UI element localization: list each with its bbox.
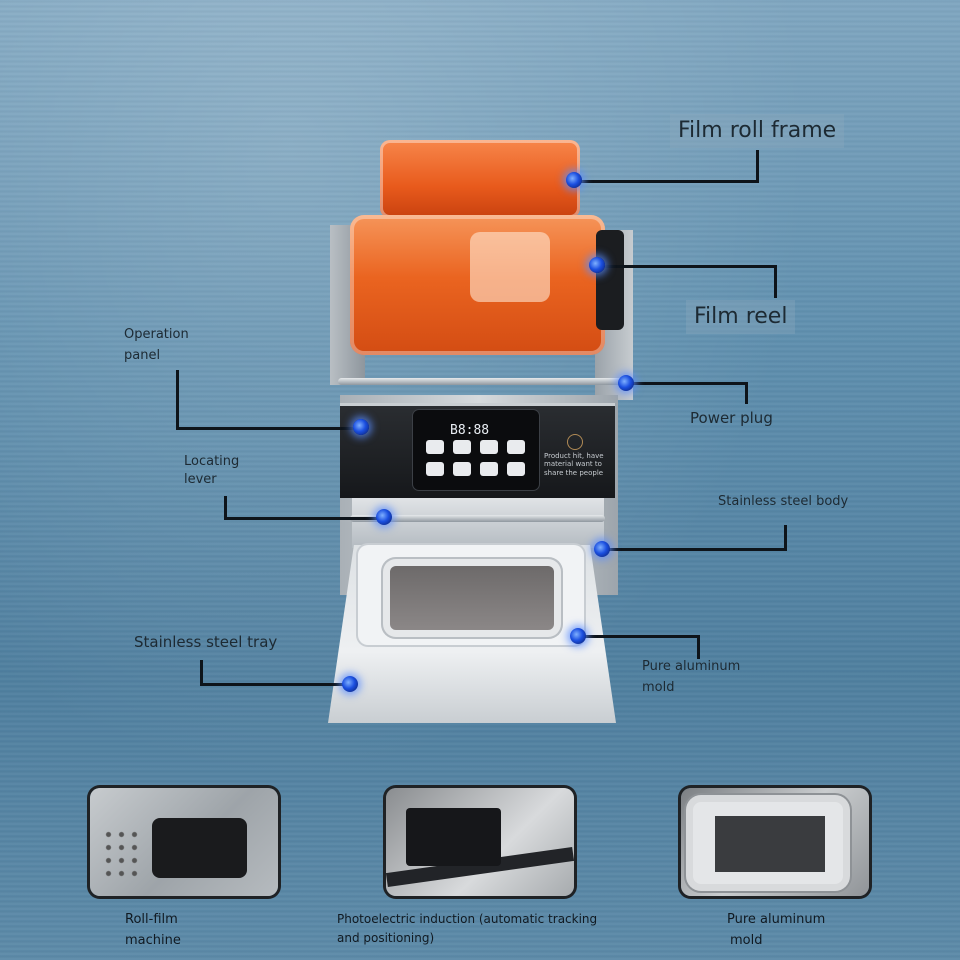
marker-aluminum-mold [570, 628, 586, 644]
label-operation-panel-line2: panel [124, 347, 161, 363]
marker-power-plug [618, 375, 634, 391]
marker-operation-panel [353, 419, 369, 435]
mold-cavity-detail [715, 816, 825, 872]
leader-line-locating-lever [224, 517, 386, 520]
motor-unit [152, 818, 247, 878]
label-locating-lever: Locating lever [184, 453, 239, 488]
panel-key [480, 462, 498, 476]
label-stainless-steel-tray: Stainless steel tray [134, 633, 278, 651]
brand-logo-icon [567, 434, 583, 450]
panel-key [453, 440, 471, 454]
leader-line-film-roll-frame [575, 180, 758, 183]
caption-photoelectric-induction-line1: Photoelectric induction (automatic track… [337, 912, 598, 926]
panel-key [453, 462, 471, 476]
leader-line-operation-panel-vertical [176, 370, 179, 430]
caption-roll-film-machine: Roll-film machine [125, 910, 181, 952]
sealing-opening [352, 498, 604, 548]
marker-film-roll-frame [566, 172, 582, 188]
label-film-roll-frame: Film roll frame [670, 114, 845, 148]
leader-line-steel-tray [200, 683, 350, 686]
marker-locating-lever [376, 509, 392, 525]
rear-film-roll [380, 140, 580, 218]
locating-lever-rod [350, 515, 605, 522]
reel-knob [596, 230, 624, 330]
leader-line-operation-panel [176, 427, 361, 430]
leader-line-steel-body [602, 548, 786, 551]
leader-line-film-reel [598, 265, 776, 268]
leader-line-steel-tray-vertical [200, 660, 203, 686]
panel-key [507, 462, 525, 476]
thumbnail-photoelectric-sensor [386, 788, 574, 896]
thumbnail-roll-film-machine [90, 788, 278, 896]
marker-steel-tray [342, 676, 358, 692]
panel-key [480, 440, 498, 454]
label-operation-panel: Operation panel [124, 326, 189, 364]
caption-roll-film-machine-line2: machine [125, 932, 181, 948]
leader-line-aluminum-mold-vertical [697, 635, 700, 659]
caption-photoelectric-induction-line2: and positioning) [337, 930, 435, 945]
panel-key [426, 440, 444, 454]
label-power-plug: Power plug [690, 409, 773, 427]
mold-cavity [390, 566, 554, 630]
label-pure-aluminum-mold: Pure aluminum mold [642, 658, 740, 696]
leader-line-power-plug-vertical [745, 382, 748, 404]
film-print-window [470, 232, 550, 302]
label-pure-aluminum-mold-line1: Pure aluminum [642, 659, 741, 674]
leader-line-power-plug [627, 382, 747, 385]
caption-roll-film-machine-line1: Roll-film [125, 912, 178, 927]
leader-line-steel-body-vertical [784, 525, 787, 551]
caption-pure-aluminum-mold-line1: Pure aluminum [727, 912, 826, 927]
thumbnail-aluminum-mold [681, 788, 869, 896]
label-film-reel: Film reel [686, 300, 796, 334]
panel-slogan: Product hit, have material want to share… [544, 452, 604, 477]
caption-pure-aluminum-mold-line2: mold [730, 932, 763, 948]
leader-line-aluminum-mold [578, 635, 700, 638]
leader-line-locating-lever-vertical [224, 496, 227, 520]
panel-keypad [426, 440, 525, 476]
mounting-holes [102, 828, 142, 878]
label-pure-aluminum-mold-line2: mold [642, 679, 675, 695]
leader-line-film-reel-vertical [774, 265, 777, 298]
caption-photoelectric-induction: Photoelectric induction (automatic track… [337, 910, 597, 947]
marker-steel-body [594, 541, 610, 557]
label-operation-panel-line1: Operation [124, 327, 189, 342]
leader-line-film-roll-frame-vertical [756, 150, 759, 183]
caption-pure-aluminum-mold: Pure aluminum mold [727, 910, 825, 952]
label-stainless-steel-body: Stainless steel body [718, 494, 849, 509]
panel-key [507, 440, 525, 454]
panel-key [426, 462, 444, 476]
panel-display: B8:88 [450, 423, 490, 438]
label-locating-lever-line1: Locating [184, 454, 240, 469]
sensor-unit [406, 808, 501, 866]
upper-rod [338, 378, 628, 385]
label-locating-lever-line2: lever [184, 471, 217, 487]
marker-film-reel [589, 257, 605, 273]
